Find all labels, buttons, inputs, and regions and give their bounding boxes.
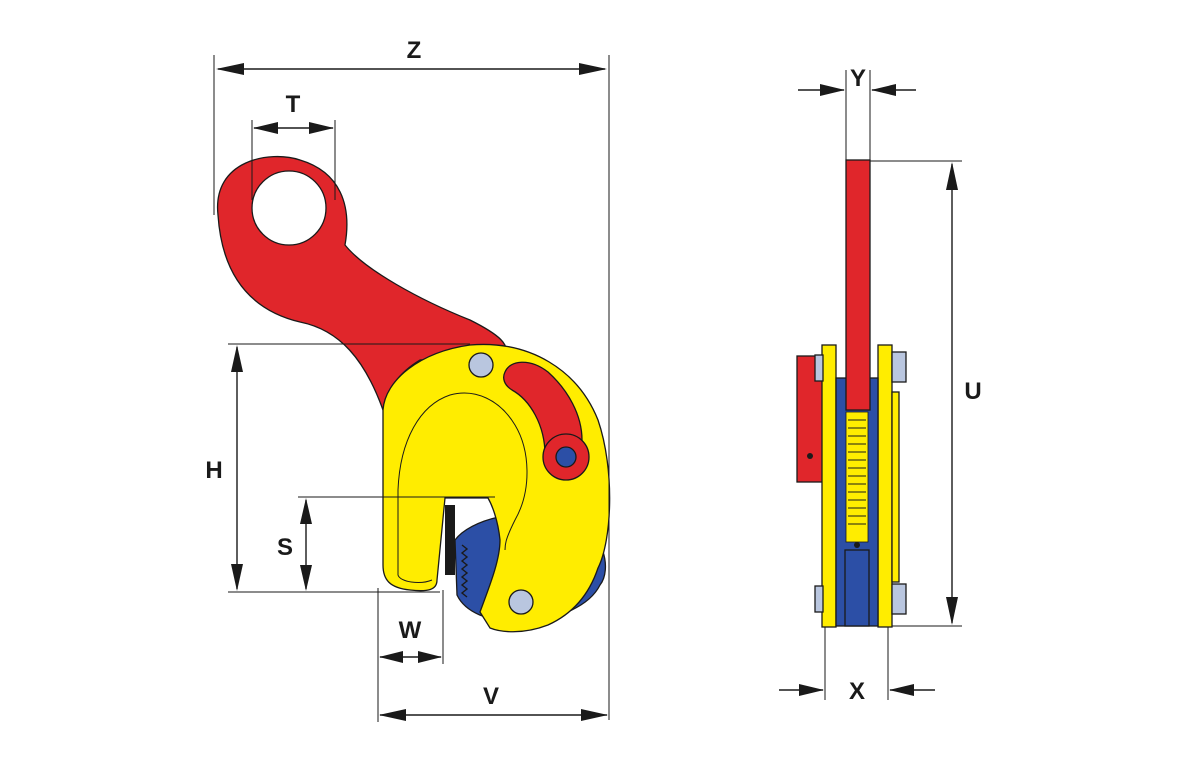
body-inner-edge [397, 490, 433, 583]
side-bolt-top-left [814, 354, 824, 382]
side-view [796, 159, 907, 628]
dim-x-arrow-right [889, 684, 914, 696]
side-inner-lower [844, 549, 870, 627]
lifting-eye-arm [217, 155, 507, 411]
cam-serration [460, 544, 469, 598]
dim-t-arrow-left [253, 122, 278, 134]
side-lifting-eye [845, 159, 871, 411]
dim-y-arrow-right [871, 84, 896, 96]
bolt-top [468, 352, 494, 378]
dim-v-arrow-left [379, 709, 406, 721]
dim-z-label: Z [407, 37, 422, 64]
side-bolt-bottom-left [814, 585, 824, 613]
dim-w-arrow-left [379, 651, 403, 663]
front-view [217, 155, 611, 633]
dim-v-label: V [483, 683, 499, 710]
dim-u-label: U [964, 378, 981, 405]
spring-pin [854, 542, 860, 548]
dim-t-label: T [286, 91, 301, 118]
dim-y-label: Y [850, 65, 866, 92]
dim-z-arrow-right [579, 63, 607, 75]
dim-t-arrow-right [309, 122, 334, 134]
dim-y-arrow-left [820, 84, 845, 96]
dim-x-arrow-left [799, 684, 824, 696]
dimensions: Z T H S W V [205, 37, 982, 722]
dim-s-arrow-bottom [300, 565, 312, 591]
dim-w-arrow-right [418, 651, 442, 663]
dim-h-arrow-bottom [231, 564, 243, 591]
side-bolt-top-right [891, 351, 907, 383]
dim-u-arrow-top [946, 162, 958, 190]
side-plate-left [821, 344, 837, 628]
clamp-body [382, 343, 611, 633]
bolt-bottom [508, 589, 534, 615]
dim-s-label: S [277, 534, 293, 561]
dim-s-arrow-top [300, 498, 312, 524]
spring-housing [845, 411, 869, 543]
spring-coils [848, 419, 866, 525]
dim-h-label: H [205, 457, 222, 484]
dim-h-arrow-top [231, 345, 243, 372]
dim-w-label: W [399, 617, 422, 644]
dim-x-label: X [849, 678, 865, 705]
side-bolt-bottom-right [891, 583, 907, 615]
dim-z-arrow-left [216, 63, 244, 75]
dim-u-arrow-bottom [946, 597, 958, 625]
lever-pivot-center [555, 446, 577, 468]
side-handle-dot [807, 453, 813, 459]
side-plate-outer [891, 391, 900, 583]
dim-v-arrow-right [581, 709, 608, 721]
body-inner-contour [397, 392, 528, 551]
jaw-pad [445, 505, 455, 575]
side-plate-right [877, 344, 893, 628]
